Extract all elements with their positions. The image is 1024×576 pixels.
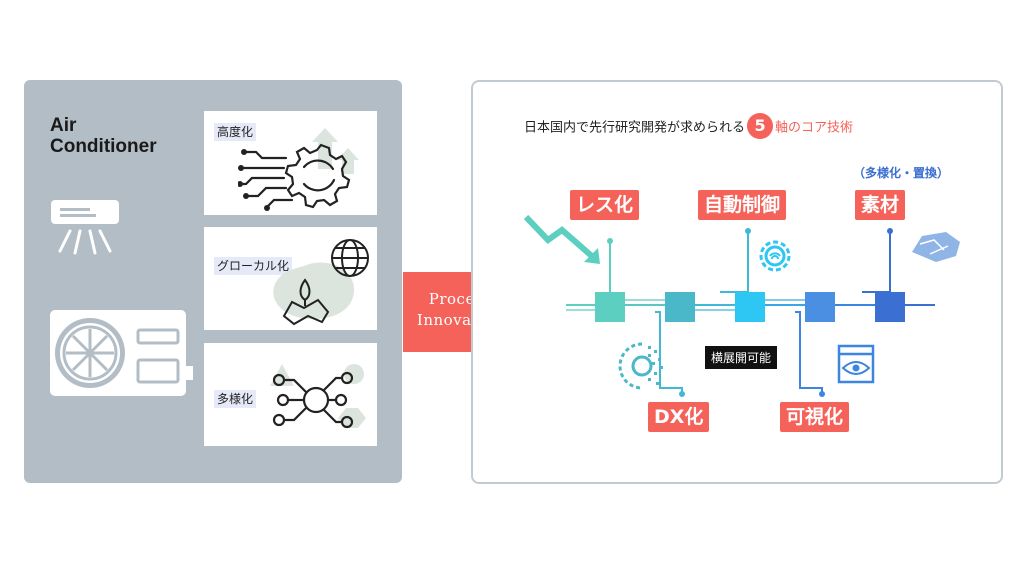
tag-visualization: 可視化 bbox=[780, 402, 850, 432]
tag-auto-control: 自動制御 bbox=[698, 190, 787, 220]
air-conditioner-title: Air Conditioner bbox=[50, 115, 157, 157]
material-note: （多様化・置換） bbox=[853, 166, 950, 180]
card-glocal-label: グローカル化 bbox=[214, 257, 293, 275]
tag-material: 素材 bbox=[855, 190, 906, 220]
tag-dx: DX化 bbox=[648, 402, 710, 432]
card-diversification-label: 多様化 bbox=[214, 390, 257, 408]
gear-circuit-icon bbox=[238, 128, 359, 211]
indoor-unit-icon bbox=[51, 200, 119, 255]
heading-end: 軸のコア技術 bbox=[775, 120, 854, 136]
right-panel bbox=[471, 80, 1003, 484]
horizontal-deployment-label: 横展開可能 bbox=[705, 346, 778, 369]
network-node-icon bbox=[270, 364, 366, 429]
globe-map-icon bbox=[273, 239, 369, 326]
outdoor-unit-icon bbox=[50, 310, 193, 396]
heading-start: 日本国内で先行研究開発が求められる bbox=[524, 120, 746, 136]
title-line-1: Air bbox=[50, 115, 77, 136]
tag-less: レス化 bbox=[570, 190, 640, 220]
card-advanced-label: 高度化 bbox=[214, 123, 257, 141]
heading-number-badge: 5 bbox=[747, 113, 774, 139]
title-line-2: Conditioner bbox=[50, 136, 157, 157]
